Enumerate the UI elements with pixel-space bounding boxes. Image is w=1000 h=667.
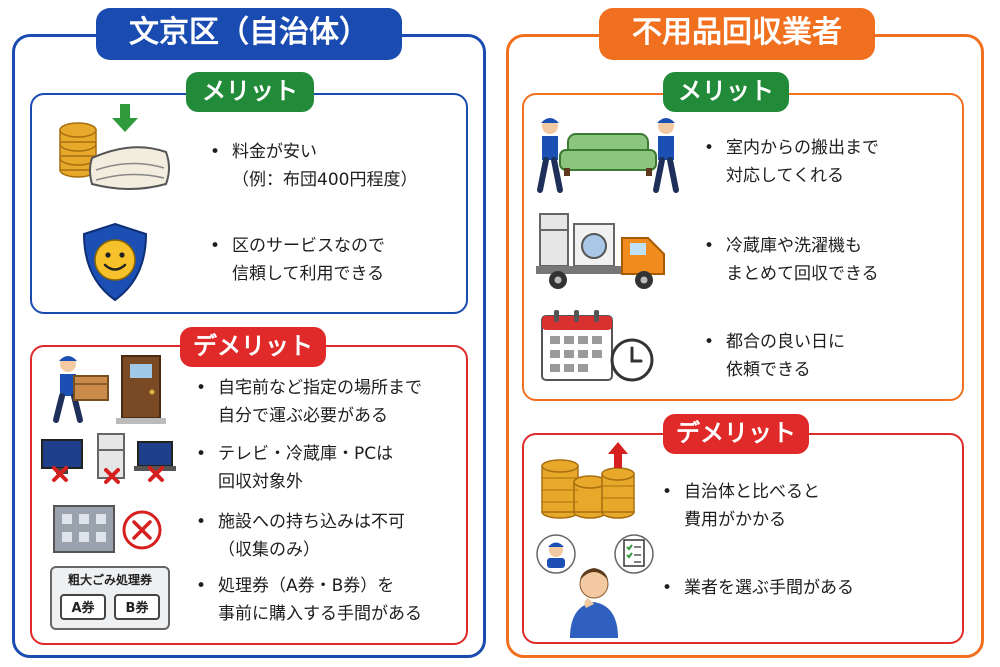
right-merit-1-text: •室内からの搬出まで 対応してくれる	[704, 138, 879, 186]
right-merit-label: メリット	[663, 72, 789, 112]
left-merit-2-text: •区のサービスなので 信頼して利用できる	[210, 236, 385, 284]
calendar-clock-icon	[541, 310, 654, 382]
left-demerit-label: デメリット	[180, 327, 326, 367]
ticket-icon: 粗大ごみ処理券 A券 B券	[50, 566, 170, 630]
smiley-shield-icon	[82, 222, 148, 302]
ticket-b: B券	[114, 594, 160, 620]
left-merit-label: メリット	[186, 72, 314, 112]
right-title: 不用品回収業者	[599, 8, 875, 60]
facility-no-icon	[53, 505, 162, 553]
ticket-title: 粗大ごみ処理券	[67, 573, 152, 587]
truck-appliances-icon	[536, 213, 665, 289]
right-demerit-1-text: •自治体と比べると 費用がかかる	[662, 482, 820, 530]
left-demerit-3-text: •施設への持ち込みは不可 （収集のみ）	[196, 512, 405, 560]
coins-futon-icon	[59, 104, 170, 190]
left-demerit-4-text: •処理券（A券・B券）を 事前に購入する手間がある	[196, 576, 422, 624]
left-title: 文京区（自治体）	[96, 8, 402, 60]
choosing-vendor-icon	[536, 534, 654, 638]
right-demerit-2-text: •業者を選ぶ手間がある	[662, 578, 854, 598]
left-demerit-1-text: •自宅前など指定の場所まで 自分で運ぶ必要がある	[196, 378, 422, 426]
ticket-a: A券	[60, 594, 106, 620]
worker-carrying-box-icon	[53, 355, 166, 424]
workers-carrying-sofa-icon	[537, 118, 679, 193]
rising-coins-icon	[541, 442, 635, 519]
right-merit-2-text: •冷蔵庫や洗濯機も まとめて回収できる	[704, 236, 879, 284]
right-demerit-label: デメリット	[663, 414, 809, 454]
left-merit-1-text: •料金が安い （例：布団400円程度）	[210, 142, 418, 190]
right-merit-3-text: •都合の良い日に 依頼できる	[704, 332, 845, 380]
left-demerit-2-text: •テレビ・冷蔵庫・PCは 回収対象外	[196, 444, 394, 492]
excluded-appliances-icon	[41, 433, 176, 484]
